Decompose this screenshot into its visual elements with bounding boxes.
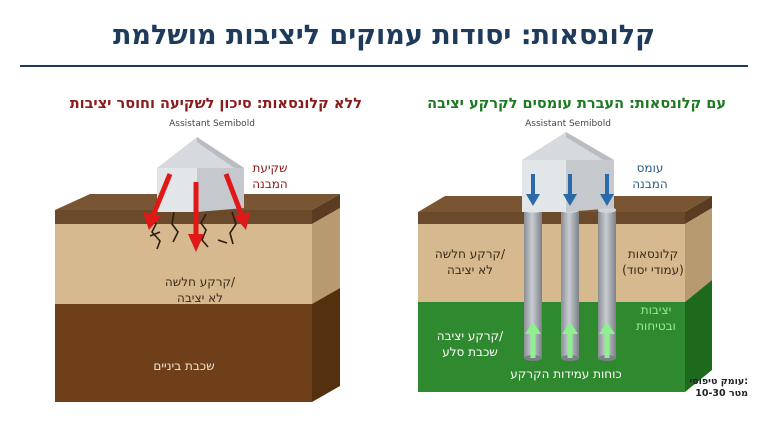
right-weak-soil-label-line2: לא יציבה <box>447 263 493 277</box>
load-arrow <box>526 174 540 206</box>
stable-soil-label-line2: שכבת סלע <box>442 345 498 359</box>
reaction-arrow <box>599 322 615 358</box>
left-bottom-layer <box>55 304 312 402</box>
settlement-label-line2: המבנה <box>252 177 288 191</box>
left-topsoil-front <box>55 210 312 224</box>
bottom-layer-label: שכבת ביניים <box>153 359 214 373</box>
depth-label-line1: עומק טיפוסי: <box>689 376 748 387</box>
right-caption: Assistant Semibold <box>525 119 611 129</box>
reaction-arrow <box>562 322 578 358</box>
right-soil-block <box>418 196 712 392</box>
piles-label-line1: קלונסאות <box>628 247 678 261</box>
left-panel: ללא קלונסאות: סיכון לשקיעה וחוסר יציבות … <box>55 96 362 402</box>
piles-label-line2: (עמודי יסוד) <box>622 263 684 277</box>
stability-label-line2: ובטיחות <box>636 319 676 333</box>
right-topsoil-front <box>418 212 685 224</box>
right-panel: עם קלונסאות: העברת עומסים לקרקע יציבה As… <box>418 96 748 399</box>
depth-label-line2: 10-30 מטר <box>695 388 748 399</box>
load-arrow <box>563 174 577 206</box>
reaction-arrows <box>525 322 615 358</box>
stable-soil-label-line1: קרקע יציבה/ <box>437 329 504 343</box>
left-weak-soil <box>55 224 312 304</box>
load-arrow <box>600 174 614 206</box>
load-arrows <box>526 174 614 206</box>
page-title: קלונסאות: יסודות עמוקים ליציבות מושלמת <box>113 20 655 51</box>
load-label-line2: המבנה <box>632 177 668 191</box>
settlement-arrows <box>143 173 250 252</box>
settlement-label-line1: שקיעת <box>252 161 287 175</box>
right-weak-soil <box>418 224 685 302</box>
left-caption: Assistant Semibold <box>169 119 255 129</box>
load-label-line1: עומס <box>637 161 664 175</box>
piles <box>524 207 616 361</box>
settlement-arrow <box>143 173 173 230</box>
left-heading: ללא קלונסאות: סיכון לשקיעה וחוסר יציבות <box>70 96 362 112</box>
reaction-arrow <box>525 322 541 358</box>
left-soil-block <box>55 194 340 402</box>
reaction-label: כוחות עמידות הקרקע <box>510 367 621 381</box>
right-weak-soil-label-line1: קרקע חלשה/ <box>435 247 506 261</box>
right-heading: עם קלונסאות: העברת עומסים לקרקע יציבה <box>427 96 726 112</box>
left-weak-soil-label-line2: לא יציבה <box>177 291 223 305</box>
right-stable-layer <box>418 302 685 392</box>
settlement-arrow <box>223 173 250 230</box>
settlement-arrow <box>188 182 204 252</box>
stability-label-line1: יציבות <box>641 303 672 317</box>
left-weak-soil-label-line1: קרקע חלשה/ <box>165 275 236 289</box>
